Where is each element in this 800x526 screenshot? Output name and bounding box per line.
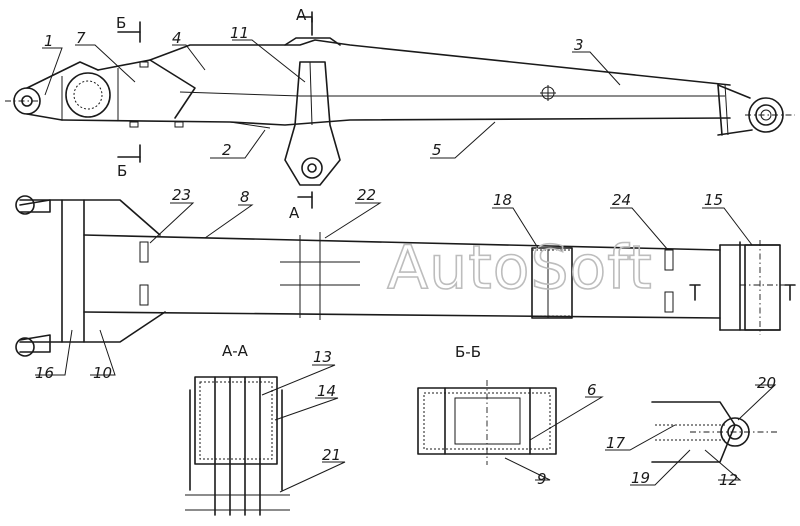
cut-label-b-bottom: Б <box>117 162 127 180</box>
section-aa <box>185 376 290 516</box>
cut-label-b-top: Б <box>116 14 126 32</box>
callout-6: 6 <box>587 381 597 399</box>
callout-22: 22 <box>357 186 376 204</box>
callouts: 1 7 4 11 3 2 5 23 8 22 18 24 15 16 10 13 <box>35 24 777 493</box>
callout-9: 9 <box>537 470 547 488</box>
callout-18: 18 <box>493 191 512 209</box>
callout-17: 17 <box>606 434 626 452</box>
callout-24: 24 <box>612 191 631 209</box>
callout-7: 7 <box>76 29 86 47</box>
section-bb <box>417 380 557 465</box>
section-title-bb: Б-Б <box>455 343 481 361</box>
callout-1: 1 <box>44 32 54 50</box>
callout-21: 21 <box>322 446 341 464</box>
cut-label-a-bottom: А <box>289 204 300 222</box>
callout-20: 20 <box>757 374 776 392</box>
callout-15: 15 <box>704 191 723 209</box>
callout-19: 19 <box>631 469 650 487</box>
callout-11: 11 <box>230 24 249 42</box>
callout-10: 10 <box>93 364 112 382</box>
callout-16: 16 <box>35 364 54 382</box>
callout-5: 5 <box>432 141 442 159</box>
boom-side-view <box>5 11 795 209</box>
callout-13: 13 <box>313 348 332 366</box>
callout-8: 8 <box>240 188 250 206</box>
callout-3: 3 <box>574 36 584 54</box>
boom-plan-view <box>15 195 796 357</box>
section-title-aa: А-А <box>222 342 249 360</box>
callout-23: 23 <box>172 186 191 204</box>
watermark: AutoSoft <box>387 233 653 303</box>
callout-2: 2 <box>222 141 232 159</box>
cut-label-a-top: А <box>296 6 307 24</box>
detail-view <box>651 401 780 463</box>
callout-12: 12 <box>719 471 738 489</box>
callout-4: 4 <box>172 29 182 47</box>
callout-14: 14 <box>317 382 336 400</box>
